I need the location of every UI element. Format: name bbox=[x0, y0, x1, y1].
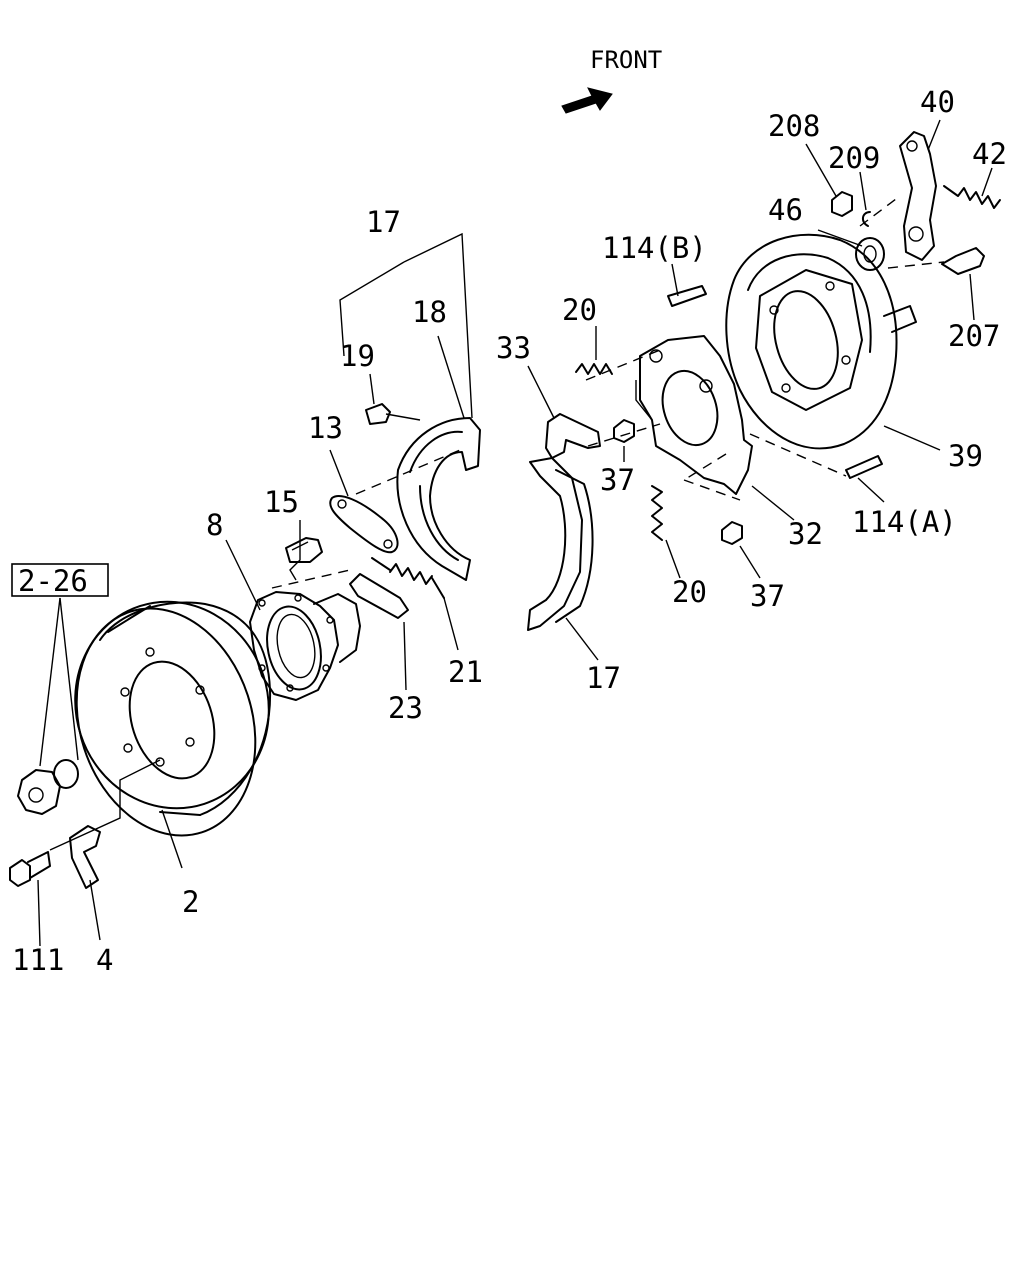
label-part-2: 2 bbox=[182, 885, 199, 919]
label-part-18: 18 bbox=[412, 295, 447, 329]
backing-plate-39 bbox=[725, 233, 917, 450]
label-part-17-upper: 17 bbox=[366, 205, 401, 239]
label-part-37-upper: 37 bbox=[600, 463, 635, 497]
label-part-40: 40 bbox=[920, 85, 955, 119]
label-part-21: 21 bbox=[448, 655, 483, 689]
brake-shoe-lower bbox=[527, 457, 594, 631]
label-part-33: 33 bbox=[496, 331, 531, 365]
brake-drum bbox=[74, 600, 272, 837]
washer-46 bbox=[855, 237, 885, 271]
label-part-114b: 114(B) bbox=[602, 231, 707, 265]
label-part-20-lower: 20 bbox=[672, 575, 707, 609]
label-part-8: 8 bbox=[206, 508, 223, 542]
bolt-207 bbox=[941, 247, 985, 275]
label-part-111: 111 bbox=[12, 943, 64, 977]
leader-lines bbox=[37, 119, 993, 947]
stud-114a bbox=[845, 455, 883, 479]
lever-40 bbox=[899, 131, 937, 261]
nut-37-lower bbox=[721, 521, 743, 545]
label-part-20-upper: 20 bbox=[562, 293, 597, 327]
part-labels: 2-26 2 4 111 8 15 13 23 21 19 17 18 17 3… bbox=[12, 85, 1007, 977]
wheel-hub bbox=[249, 591, 361, 701]
pin-33 bbox=[545, 413, 601, 459]
pin-23 bbox=[349, 573, 409, 619]
label-part-19: 19 bbox=[340, 339, 375, 373]
plate-13 bbox=[329, 495, 399, 554]
label-part-23: 23 bbox=[388, 691, 423, 725]
spring-20-lower bbox=[651, 485, 663, 541]
front-arrow-icon bbox=[561, 87, 613, 114]
spring-21 bbox=[371, 557, 445, 599]
label-part-39: 39 bbox=[948, 439, 983, 473]
hub-nut bbox=[17, 759, 79, 815]
brake-shoe-upper bbox=[396, 417, 481, 581]
bolt-15 bbox=[285, 537, 323, 563]
label-part-209: 209 bbox=[828, 141, 880, 175]
nut-37-upper bbox=[613, 419, 635, 443]
label-part-207: 207 bbox=[948, 319, 1000, 353]
label-part-32: 32 bbox=[788, 517, 823, 551]
label-ref-2-26: 2-26 bbox=[18, 564, 88, 598]
label-part-15: 15 bbox=[264, 485, 299, 519]
label-part-17-lower: 17 bbox=[586, 661, 621, 695]
label-part-37-lower: 37 bbox=[750, 579, 785, 613]
bolt-111 bbox=[9, 851, 51, 887]
lever-plate-32 bbox=[639, 335, 753, 495]
label-part-114a: 114(A) bbox=[852, 505, 957, 539]
label-part-46: 46 bbox=[768, 193, 803, 227]
front-direction-indicator: FRONT bbox=[561, 46, 662, 114]
label-part-208: 208 bbox=[768, 109, 820, 143]
spring-20-upper bbox=[575, 363, 613, 375]
label-part-42: 42 bbox=[972, 137, 1007, 171]
spring-42 bbox=[943, 185, 1001, 209]
dashed-guides bbox=[271, 195, 945, 589]
reference-box bbox=[11, 563, 109, 597]
front-label: FRONT bbox=[590, 46, 662, 74]
bolt-19 bbox=[365, 403, 421, 425]
label-part-4: 4 bbox=[96, 943, 113, 977]
clip-4 bbox=[69, 825, 101, 889]
stud-114b bbox=[667, 285, 707, 307]
label-part-13: 13 bbox=[308, 411, 343, 445]
clip-209 bbox=[862, 211, 871, 227]
nut-208 bbox=[831, 191, 853, 217]
